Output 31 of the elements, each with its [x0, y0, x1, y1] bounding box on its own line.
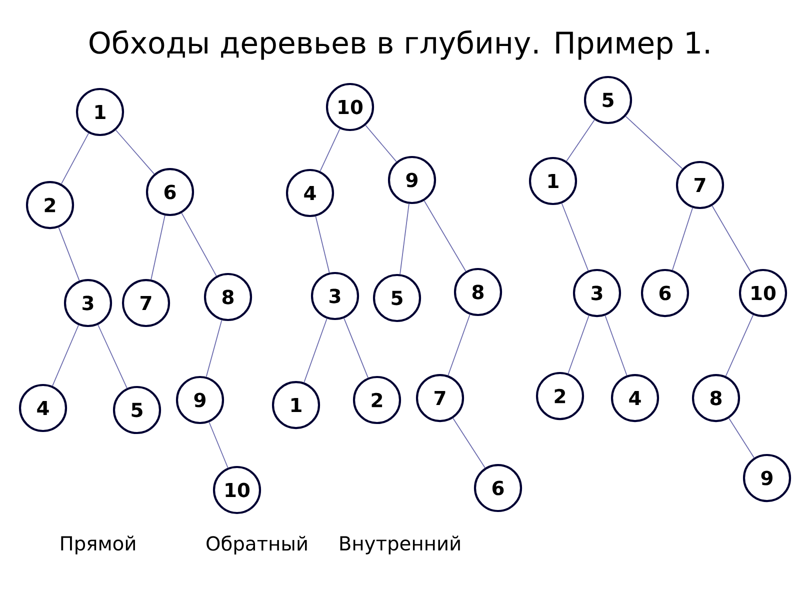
tree-edge [365, 124, 397, 162]
tree-edge [568, 315, 590, 374]
tree-edge [304, 318, 328, 383]
tree-edge [344, 318, 368, 378]
tree-edge [672, 207, 694, 271]
tree-edge [181, 212, 217, 276]
tree-edge [206, 320, 222, 378]
tree-edge [52, 324, 79, 386]
tree-edge [725, 314, 754, 376]
tree-edge [452, 418, 486, 468]
tree-edge [712, 205, 752, 273]
tree-edge [60, 132, 90, 184]
tree-edge [424, 200, 466, 272]
tree-edge [625, 116, 683, 170]
tree-edge [320, 128, 340, 172]
tree-edge [115, 130, 155, 174]
tree-edge [150, 215, 166, 280]
traversal-label: Прямой [61, 536, 135, 554]
tree-edge [98, 324, 128, 389]
tree-edge [58, 227, 80, 282]
tree-edge [208, 422, 228, 468]
traversal-label: Обратный [206, 535, 307, 555]
tree-edge [566, 119, 595, 162]
tree-edge [561, 202, 589, 272]
tree-edge [604, 315, 628, 376]
tree-edge [400, 203, 410, 275]
tree-edge [315, 216, 330, 274]
traversal-label: Внутренний [340, 536, 460, 554]
title: Обходы деревьев в глубину. Пример 1. [90, 30, 709, 60]
tree-edge [448, 314, 470, 376]
tree-edge [728, 418, 755, 458]
